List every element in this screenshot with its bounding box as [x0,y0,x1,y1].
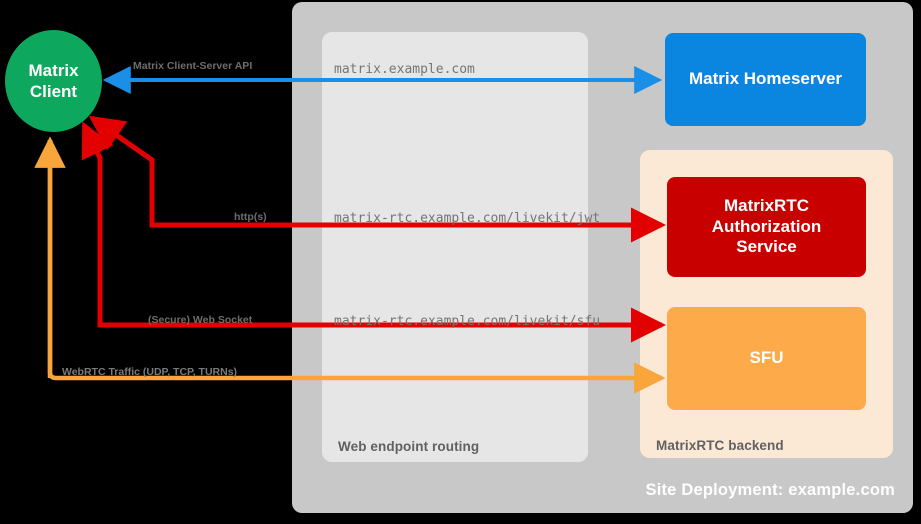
node-matrixrtc-authorization-service[interactable]: MatrixRTC Authorization Service [667,177,866,277]
node-matrix-client[interactable]: Matrix Client [5,30,102,132]
matrix-client-label-line2: Client [29,82,78,101]
web-endpoint-routing-panel [322,32,588,462]
edge-webrtc-traffic [47,140,666,394]
edge-label-matrix-client-server-api: Matrix Client-Server API [133,60,253,72]
edge-label-http: http(s) [234,211,267,223]
node-matrix-homeserver[interactable]: Matrix Homeserver [665,33,866,126]
endpoint-matrix-example-com: matrix.example.com [334,62,475,77]
panel-label-web-endpoint-routing: Web endpoint routing [338,439,480,454]
edge-livekit-jwt [90,115,667,243]
authz-label-line1: MatrixRTC [723,195,809,215]
edge-label-websocket: (Secure) Web Socket [148,314,253,326]
endpoint-livekit-jwt: matrix-rtc.example.com/livekit/jwt [334,211,601,226]
authz-label-line3: Service [736,237,797,257]
sfu-label: SFU [749,348,784,368]
matrix-homeserver-label: Matrix Homeserver [688,69,843,89]
endpoint-livekit-sfu: matrix-rtc.example.com/livekit/sfu [334,314,601,329]
node-sfu[interactable]: SFU [667,307,866,410]
authz-label-line2: Authorization [711,216,822,236]
panel-label-matrixrtc-backend: MatrixRTC backend [656,438,784,453]
edge-label-webrtc-traffic: WebRTC Traffic (UDP, TCP, TURNs) [62,366,238,378]
panel-label-site-deployment: Site Deployment: example.com [645,481,895,499]
matrix-client-label-line1: Matrix [28,60,79,80]
edge-livekit-sfu-return [81,121,114,325]
